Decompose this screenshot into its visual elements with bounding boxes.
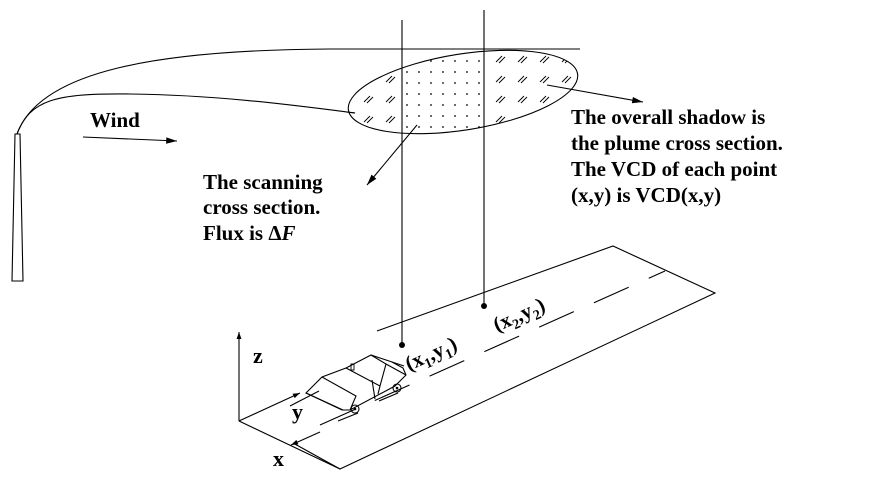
road xyxy=(292,245,717,470)
plume-cross-section xyxy=(342,40,584,148)
y-axis xyxy=(238,392,301,422)
road-left-edge xyxy=(289,390,320,407)
shadow-label-line1: The overall shadow is xyxy=(571,105,765,129)
shadow-label-line2: the plume cross section. xyxy=(571,131,783,155)
x-axis-label: x xyxy=(273,446,284,471)
scanning-label-line3: Flux is ΔF xyxy=(203,221,296,245)
wind-label: Wind xyxy=(90,108,140,132)
plume-outline xyxy=(16,48,580,135)
shadow-pointer-arrow xyxy=(546,84,644,104)
smokestack-icon xyxy=(11,133,24,282)
x-axis-base xyxy=(238,420,341,470)
car-icon xyxy=(305,354,407,422)
wind-arrow xyxy=(82,136,178,144)
y-axis-label: y xyxy=(292,399,303,424)
point-1-marker xyxy=(399,342,405,348)
point-2-marker xyxy=(481,303,487,309)
scanning-pointer-arrow xyxy=(366,124,418,186)
axes: z y x xyxy=(236,332,341,471)
scanning-label-line1: The scanning xyxy=(203,170,323,194)
point-1-label: (x1,y1) xyxy=(401,332,462,380)
point-2-label: (x2,y2) xyxy=(489,293,550,341)
shadow-label-line3: The VCD of each point xyxy=(571,157,777,181)
plume-left-tick xyxy=(346,111,356,114)
x-axis xyxy=(290,431,321,446)
shadow-label-line4: (x,y) is VCD(x,y) xyxy=(571,183,721,207)
scanning-label-line2: cross section. xyxy=(203,195,320,219)
z-axis-label: z xyxy=(253,343,263,368)
